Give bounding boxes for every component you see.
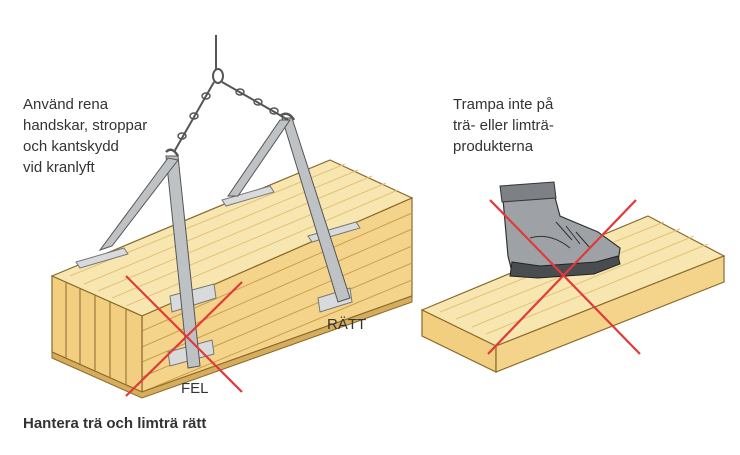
shoe-icon [499,181,621,279]
timber-board [420,215,726,373]
right-label: RÄTT [327,316,367,333]
red-cross-icon-left [125,275,243,397]
red-cross-icon-right [487,199,641,355]
left-instruction: Använd rena handskar, stroppar och kants… [23,96,148,176]
wrong-label: FEL [181,380,209,397]
crane-chain-icon [165,35,296,157]
caption: Hantera trä och limträ rätt [23,415,207,432]
correct-sling [227,117,351,303]
wrong-sling [98,155,201,369]
right-instruction: Trampa inte på trä- eller limträ- produk… [453,96,554,155]
